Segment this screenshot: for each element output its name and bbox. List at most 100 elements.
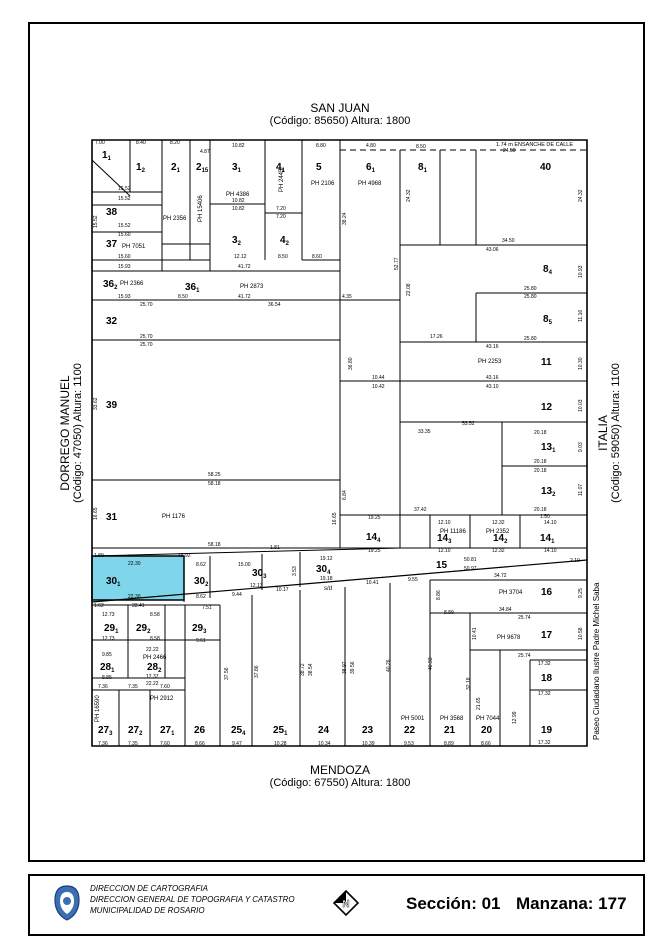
lot-38: 38 [106, 207, 118, 218]
dimension-label: 14.10 [544, 548, 557, 554]
lot-22: 22 [404, 725, 416, 736]
ph-2366: PH 2366 [120, 281, 144, 287]
dimension-label: 43.16 [486, 375, 499, 381]
dimension-label: 12.99 [512, 711, 518, 724]
dimension-label: 41.72 [238, 264, 251, 270]
dimension-label: 8.20 [170, 140, 180, 146]
dimension-label: 33.35 [418, 429, 431, 435]
lot-27-2: 272 [128, 725, 143, 737]
dimension-label: 1.81 [270, 545, 280, 551]
org-line-3: MUNICIPALIDAD DE ROSARIO [90, 906, 205, 915]
dimension-label: 22.08 [406, 283, 412, 296]
dimension-label: 21.65 [476, 697, 482, 710]
lot-3-1: 31 [232, 162, 242, 174]
lot-17: 17 [541, 630, 553, 641]
lot-3-2: 32 [232, 235, 242, 247]
dimension-label: 8.50 [416, 144, 426, 150]
lot-18: 18 [541, 673, 553, 684]
ph-2253: PH 2253 [478, 359, 502, 365]
dimension-label: 24.50 [503, 148, 516, 154]
lot-29-3: 293 [192, 623, 207, 635]
dimension-label: 9.25 [578, 588, 584, 598]
street-north-label: SAN JUAN (Código: 85650) Altura: 1800 [230, 102, 450, 128]
north-arrow-icon: N [332, 889, 360, 917]
dimension-label: 12.10 [438, 520, 451, 526]
lot-19: 19 [541, 725, 553, 736]
dimension-label: 8.50 [178, 294, 188, 300]
lot-4-1: 41 [276, 162, 286, 174]
dimension-label: 58.18 [208, 481, 221, 487]
dimension-label: 10.82 [232, 206, 245, 212]
dimension-label: 58.18 [208, 542, 221, 548]
ph-9678: PH 9678 [497, 635, 521, 641]
map-frame [28, 22, 645, 862]
dimension-label: 17.32 [538, 661, 551, 667]
lot-31: 31 [106, 512, 118, 523]
dimension-label: 11.16 [578, 310, 584, 322]
ph-2912: PH 2912 [150, 696, 174, 702]
dimension-label: 10.44 [372, 375, 385, 381]
ph-sd: s/d [324, 586, 332, 592]
dimension-label: 24.32 [406, 189, 412, 202]
dimension-label: 9.55 [408, 577, 418, 583]
dimension-label: 6.84 [342, 490, 348, 500]
dimension-label: 36.80 [348, 357, 354, 370]
dimension-label: 22.30 [128, 561, 141, 567]
lot-36-1: 361 [185, 282, 200, 294]
lot-25-1: 251 [273, 725, 288, 737]
street-north-code: (Código: 85650) Altura: 1800 [269, 115, 411, 127]
ph-2356: PH 2356 [163, 216, 187, 222]
ph-5001: PH 5001 [401, 716, 425, 722]
street-south-name: MENDOZA [310, 763, 370, 777]
ph-1176: PH 1176 [162, 514, 186, 520]
dimension-label: 10.42 [372, 384, 385, 390]
dimension-label: 8.89 [444, 741, 454, 747]
ph-3704: PH 3704 [499, 590, 523, 596]
dimension-label: 9.61 [196, 638, 206, 644]
ph-2106: PH 2106 [311, 181, 335, 187]
lot-27-3: 273 [98, 725, 113, 737]
dimension-label: 25.74 [518, 653, 531, 659]
dimension-label: 50.81 [464, 557, 477, 563]
ph-7051: PH 7051 [122, 244, 146, 250]
dimension-label: 7.60 [160, 684, 170, 690]
dimension-label: 8.85 [102, 675, 112, 681]
dimension-label: 8.89 [444, 610, 454, 616]
lot-37: 37 [106, 239, 118, 250]
dimension-label: 24.32 [578, 189, 584, 202]
dimension-label: 19.18 [320, 576, 333, 582]
lot-16: 16 [541, 587, 553, 598]
street-south-label: MENDOZA (Código: 67550) Altura: 1800 [230, 764, 450, 790]
ensanche-label: 1.74 m ENSANCHE DE CALLE [496, 142, 573, 148]
dimension-label: 10.03 [578, 399, 584, 412]
dimension-label: 4.35 [342, 294, 352, 300]
dimension-label: 25.80 [524, 286, 537, 292]
dimension-label: 40.93 [428, 657, 434, 670]
dimension-label: 10.17 [276, 587, 289, 593]
dimension-label: 16.65 [332, 512, 338, 525]
dimension-label: 7.51 [202, 605, 212, 611]
dimension-label: 33.62 [93, 397, 99, 410]
dimension-label: 15.93 [118, 294, 131, 300]
dimension-label: 50.97 [464, 566, 477, 572]
dimension-label: 8.62 [196, 562, 206, 568]
ph-2445: PH 2445 [279, 168, 285, 192]
dimension-label: 12.37 [146, 674, 159, 680]
dimension-label: 25.80 [524, 294, 537, 300]
dimension-label: 10.82 [232, 143, 245, 149]
dimension-label: 15.00 [238, 562, 251, 568]
lot-14-2: 142 [493, 533, 508, 545]
lot-1-2: 12 [136, 162, 146, 174]
svg-text:N: N [342, 899, 349, 910]
dimension-label: 36.54 [268, 302, 281, 308]
dimension-label: 37.42 [414, 507, 427, 513]
dimension-label: 15.60 [118, 232, 131, 238]
dimension-label: 10.82 [232, 198, 245, 204]
lot-25-4: 254 [231, 725, 246, 737]
dimension-label: 11.07 [578, 484, 584, 496]
seccion-label: Sección: 01 [406, 894, 501, 913]
dimension-label: 7.20 [276, 206, 286, 212]
lot-8-4: 84 [543, 264, 553, 276]
lot-12: 12 [541, 402, 553, 413]
dimension-label: 8.62 [196, 594, 206, 600]
